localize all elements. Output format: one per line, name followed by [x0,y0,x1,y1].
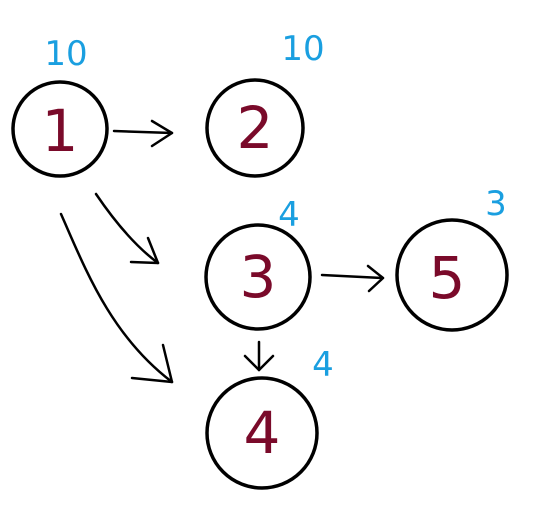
node-3: 3 4 [204,195,312,331]
node-3-label: 3 [240,243,277,311]
node-2-weight: 10 [281,29,324,69]
node-1-weight: 10 [44,34,87,74]
edge-3-to-4 [243,340,275,372]
edge-1-to-2-arrowhead [150,119,174,148]
node-4-weight: 4 [312,345,334,385]
node-4-circle [205,376,319,490]
edge-1-to-4-arrowhead [130,343,174,384]
node-1-circle [11,80,109,178]
edge-1-to-3-arrowhead [129,236,160,265]
edge-1-to-4-line [59,212,174,384]
node-4-label: 4 [244,399,281,467]
node-5-weight: 3 [485,184,507,224]
edge-1-to-4 [59,212,174,384]
edges [59,119,385,384]
node-2-circle [205,78,305,178]
edge-3-to-5-arrowhead [366,264,385,293]
node-4: 4 4 [205,345,334,490]
node-2: 2 10 [205,29,325,178]
edge-3-to-5 [320,264,385,293]
edge-3-to-4-arrowhead [243,354,275,372]
edge-1-to-2-line [112,129,174,135]
edge-1-to-3 [94,192,160,265]
node-2-label: 2 [237,94,274,162]
edge-3-to-5-line [320,273,385,280]
node-5-label: 5 [429,244,466,312]
node-1-label: 1 [42,97,79,165]
edge-1-to-2 [112,119,174,148]
node-5: 5 3 [395,184,509,332]
node-3-weight: 4 [278,195,300,235]
node-3-circle [204,223,312,331]
edge-1-to-3-line [94,192,160,265]
node-5-circle [395,218,509,332]
node-1: 1 10 [11,34,109,178]
